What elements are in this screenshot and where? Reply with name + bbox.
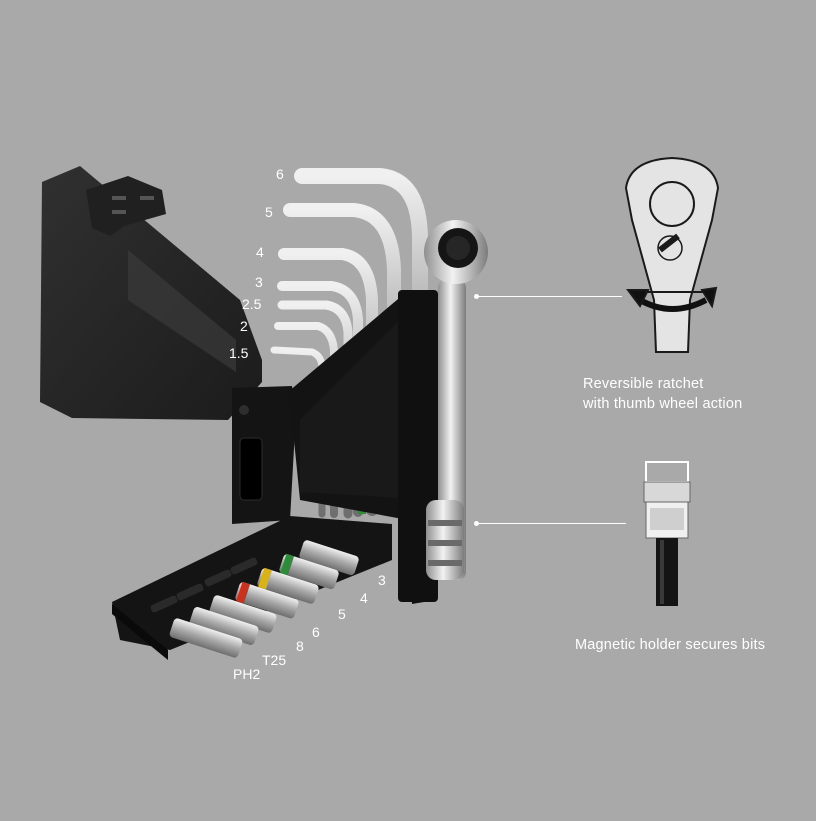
flip-cover xyxy=(40,166,262,420)
tool-body xyxy=(232,290,438,604)
hex-key-label: 2.5 xyxy=(242,296,262,312)
holder-caption-line1: Magnetic holder secures bits xyxy=(575,637,766,653)
ratchet-wrench xyxy=(424,220,488,580)
callout-dot-holder xyxy=(474,521,479,526)
bit-label: 5 xyxy=(338,606,346,622)
ratchet-caption: Reversible ratchet with thumb wheel acti… xyxy=(583,374,742,414)
bit-label: 8 xyxy=(296,638,304,654)
hex-key-label: 2 xyxy=(240,318,248,334)
ratchet-caption-line2: with thumb wheel action xyxy=(583,396,743,412)
callout-line-holder xyxy=(478,523,626,524)
hex-key-label: 4 xyxy=(256,244,264,260)
holder-caption: Magnetic holder secures bits xyxy=(575,635,765,655)
holder-detail xyxy=(643,461,691,606)
callout-dot-ratchet xyxy=(474,294,479,299)
bit-label: T25 xyxy=(262,652,287,668)
hex-key-label: 1.5 xyxy=(229,345,249,361)
hex-key-label: 5 xyxy=(265,204,273,220)
ratchet-detail xyxy=(624,156,720,353)
callout-line-ratchet xyxy=(478,296,622,297)
bit-label: PH2 xyxy=(233,666,261,682)
hex-keys xyxy=(270,168,428,519)
hex-key-label: 6 xyxy=(276,166,284,182)
bits xyxy=(169,540,359,658)
ratchet-caption-line1: Reversible ratchet xyxy=(583,376,704,392)
hex-key-label: 3 xyxy=(255,274,263,290)
bit-label: 6 xyxy=(312,624,320,640)
bit-label: 4 xyxy=(360,590,368,606)
bit-label: 3 xyxy=(378,572,386,588)
